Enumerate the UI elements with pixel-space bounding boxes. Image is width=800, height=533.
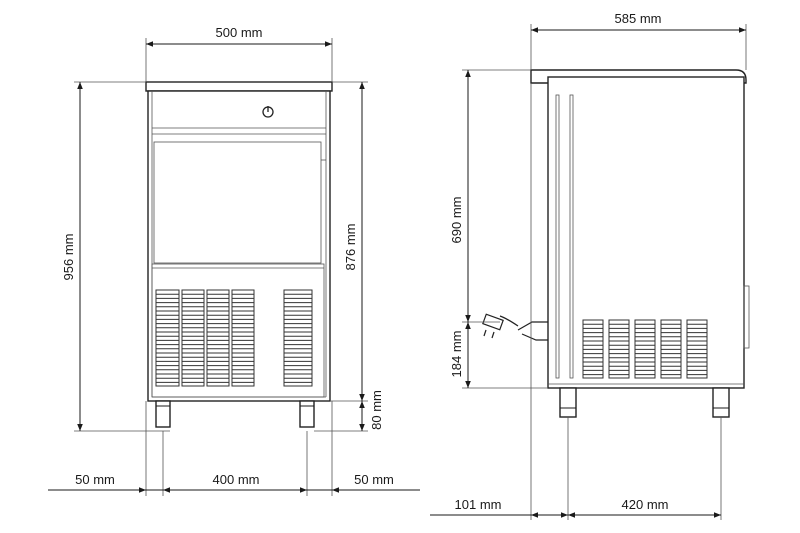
dim-front-leg-left-offset: 50 mm [75, 472, 115, 487]
side-leg-rear [712, 387, 730, 418]
dim-side-height-upper: 690 mm [449, 197, 464, 244]
front-cabinet [147, 90, 331, 402]
side-view [482, 69, 750, 418]
side-leg-front [559, 387, 577, 418]
dim-front-height-body: 876 mm [343, 224, 358, 271]
front-lower-panel [151, 263, 325, 398]
front-door [153, 141, 322, 264]
dim-front-width: 500 mm [216, 25, 263, 40]
front-leg-left [155, 400, 171, 428]
dim-front-leg-spacing: 400 mm [213, 472, 260, 487]
power-plug-icon [482, 313, 548, 341]
front-vent-grille [155, 289, 313, 387]
side-dimensions: 585 mm 690 mm 184 mm 101 mm 420 mm [430, 11, 747, 520]
front-top-lid [145, 81, 333, 92]
dim-front-height-total: 956 mm [61, 234, 76, 281]
front-view [145, 81, 333, 428]
dim-side-leg-offset: 101 mm [455, 497, 502, 512]
power-icon [262, 106, 274, 118]
dim-front-leg-right-offset: 50 mm [354, 472, 394, 487]
front-leg-right [299, 400, 315, 428]
side-cabinet [547, 76, 745, 389]
front-dimensions: 500 mm 956 mm 876 mm 80 mm 50 mm 400 mm … [48, 25, 420, 496]
dim-side-depth: 585 mm [615, 11, 662, 26]
side-vent-grille [582, 319, 708, 379]
dim-front-leg-height: 80 mm [369, 390, 384, 430]
dim-side-leg-spacing: 420 mm [622, 497, 669, 512]
dim-side-height-lower: 184 mm [449, 331, 464, 378]
